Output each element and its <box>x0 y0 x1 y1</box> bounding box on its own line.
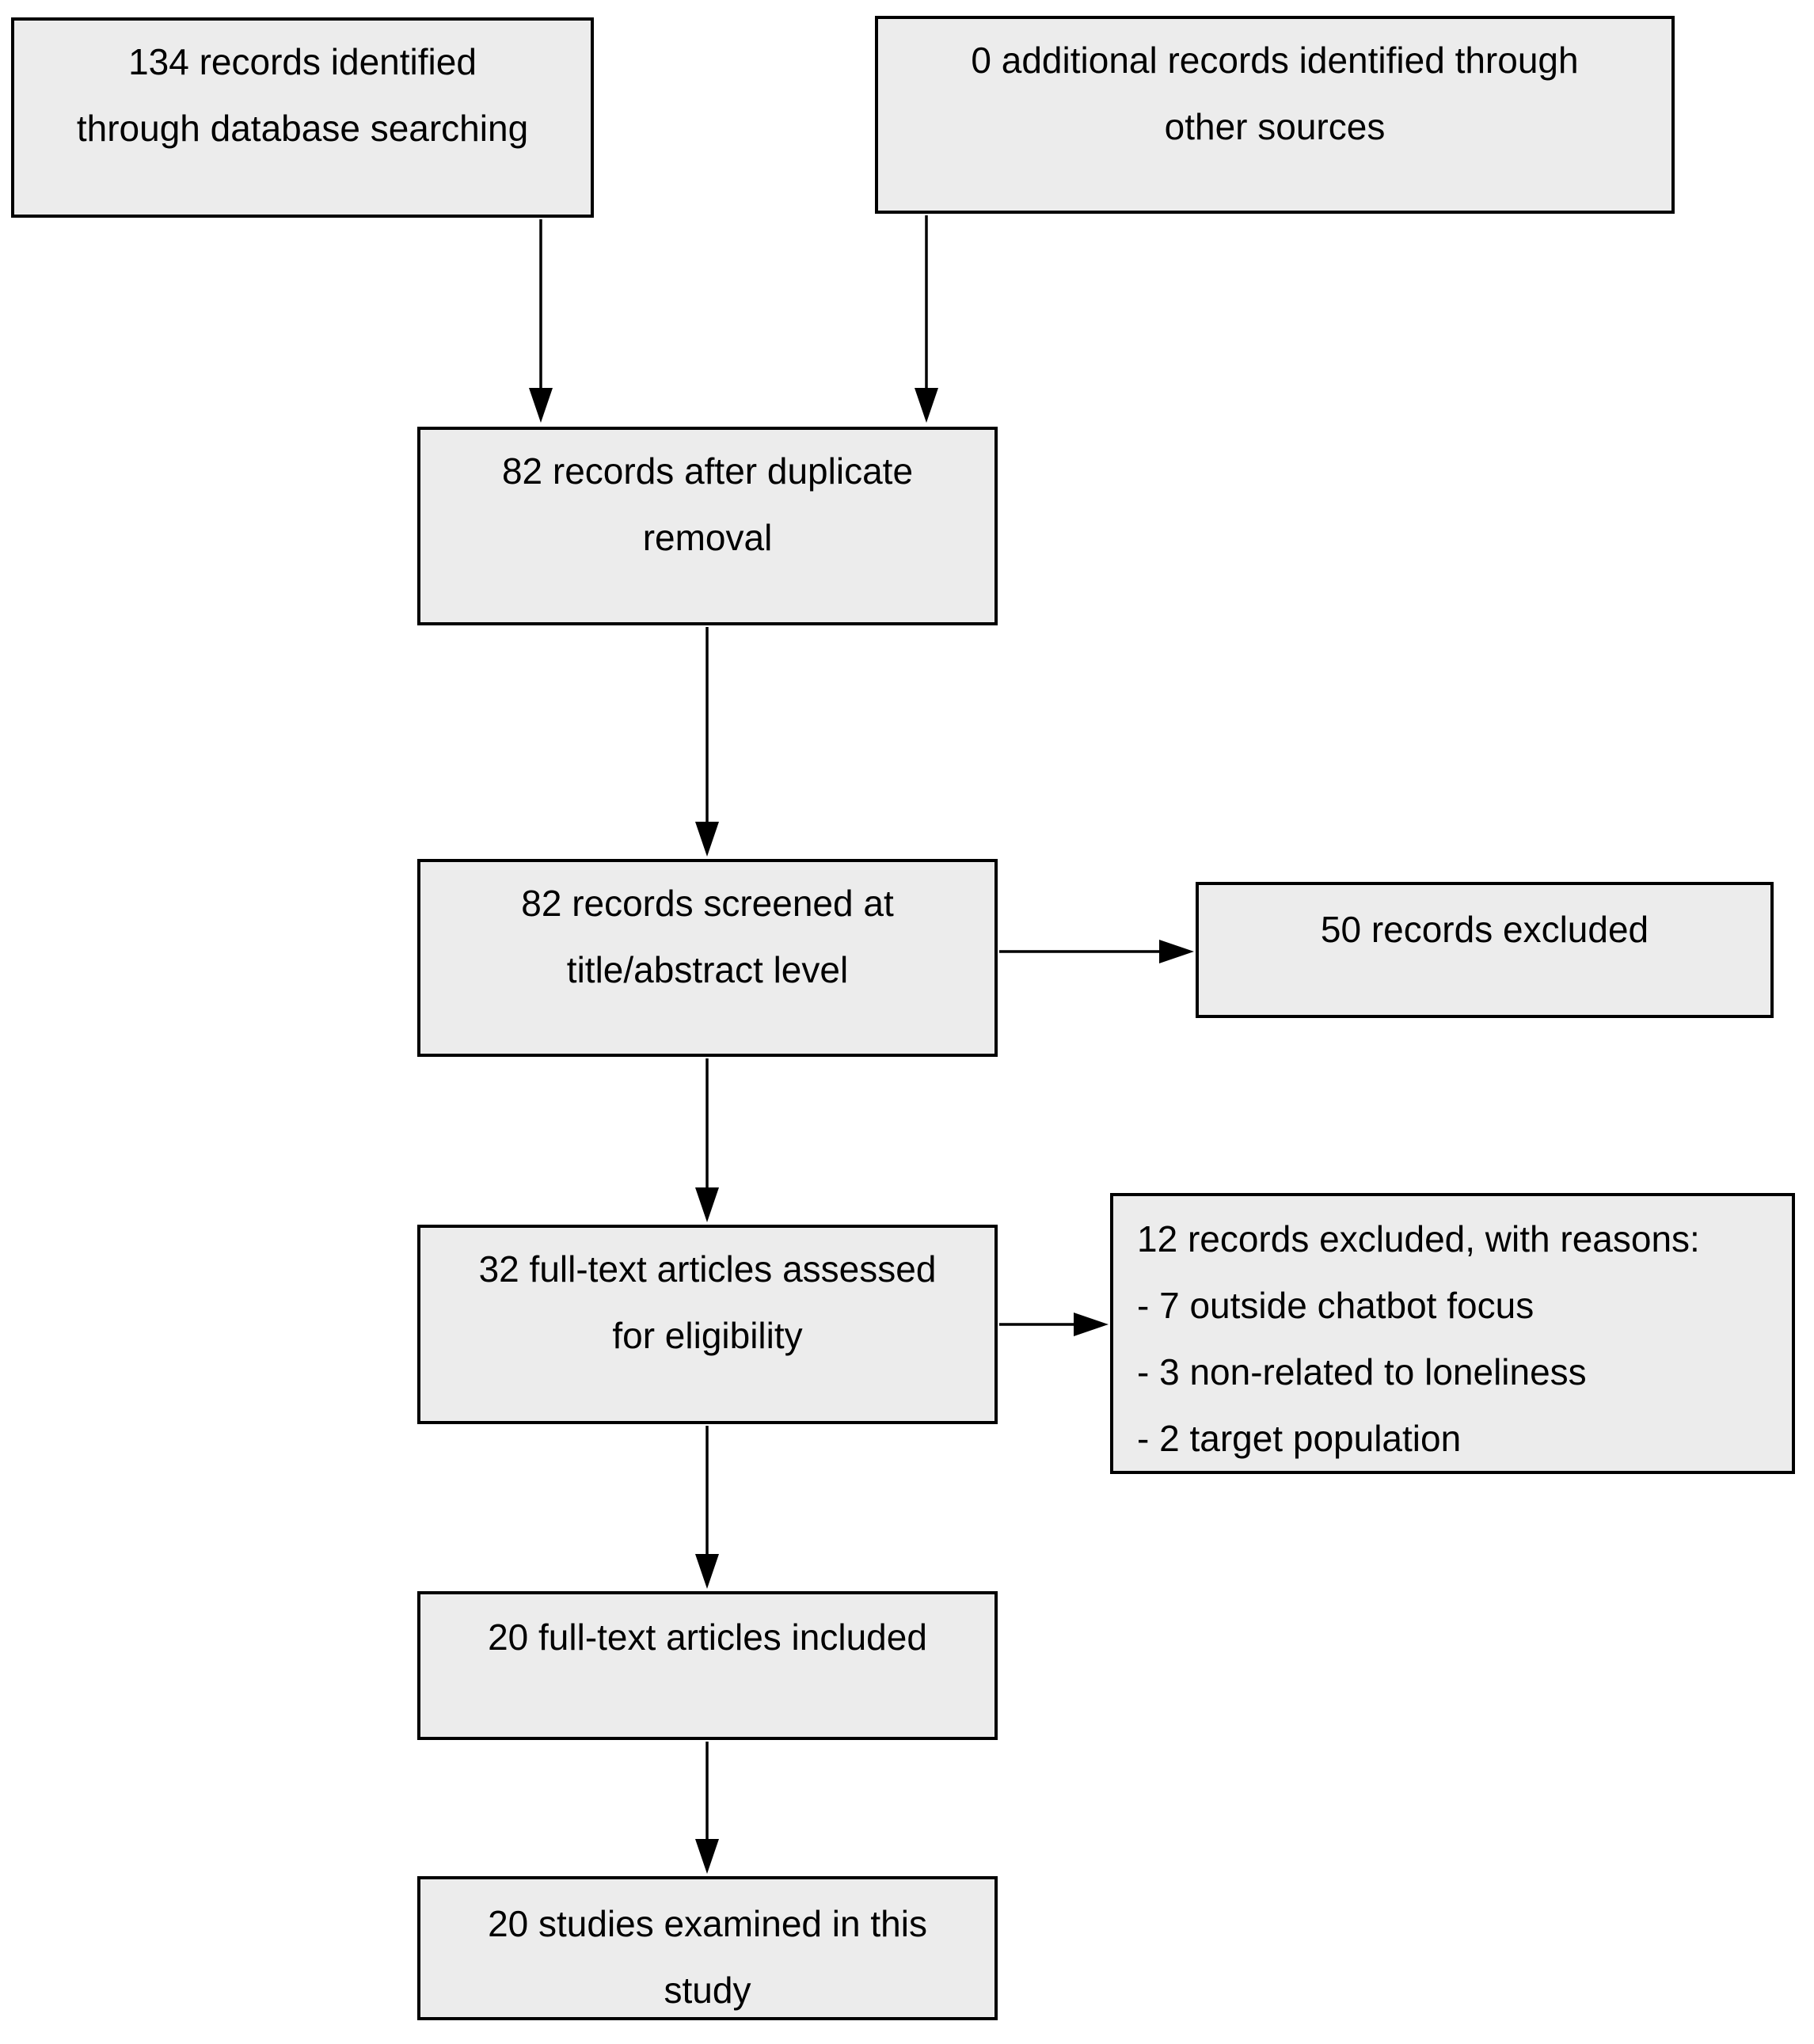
box-additional-records-label: 0 additional records identified through … <box>971 40 1579 147</box>
box-records-screened: 82 records screened at title/abstract le… <box>417 859 998 1057</box>
box-studies-examined: 20 studies examined in this study <box>417 1876 998 2020</box>
box-fulltext-included-label: 20 full-text articles included <box>488 1617 927 1658</box>
arrow-fulltext-to-included <box>695 1426 719 1589</box>
box-records-identified: 134 records identified through database … <box>11 17 594 218</box>
arrow-fulltext-to-excluded-fulltext <box>999 1313 1109 1336</box>
box-records-excluded-fulltext-label: 12 records excluded, with reasons: - 7 o… <box>1137 1218 1700 1459</box>
box-fulltext-assessed-label: 32 full-text articles assessed for eligi… <box>478 1248 937 1356</box>
box-records-excluded-fulltext: 12 records excluded, with reasons: - 7 o… <box>1110 1193 1795 1474</box>
box-fulltext-assessed: 32 full-text articles assessed for eligi… <box>417 1225 998 1424</box>
arrow-screened-to-excluded-screening <box>999 940 1194 963</box>
arrow-identified-to-duplicates <box>529 219 553 423</box>
box-studies-examined-label: 20 studies examined in this study <box>488 1903 927 2011</box>
box-additional-records: 0 additional records identified through … <box>875 16 1675 214</box>
box-records-excluded-screening: 50 records excluded <box>1196 882 1774 1018</box>
arrow-duplicates-to-screened <box>695 627 719 857</box>
arrow-screened-to-fulltext <box>695 1058 719 1222</box>
box-after-duplicate-removal-label: 82 records after duplicate removal <box>501 450 914 558</box>
box-records-screened-label: 82 records screened at title/abstract le… <box>521 883 894 990</box>
box-records-identified-label: 134 records identified through database … <box>76 41 529 149</box>
arrow-included-to-examined <box>695 1742 719 1874</box>
box-fulltext-included: 20 full-text articles included <box>417 1591 998 1740</box>
box-after-duplicate-removal: 82 records after duplicate removal <box>417 427 998 625</box>
arrow-other-sources-to-duplicates <box>915 215 938 423</box>
box-records-excluded-screening-label: 50 records excluded <box>1320 909 1649 950</box>
